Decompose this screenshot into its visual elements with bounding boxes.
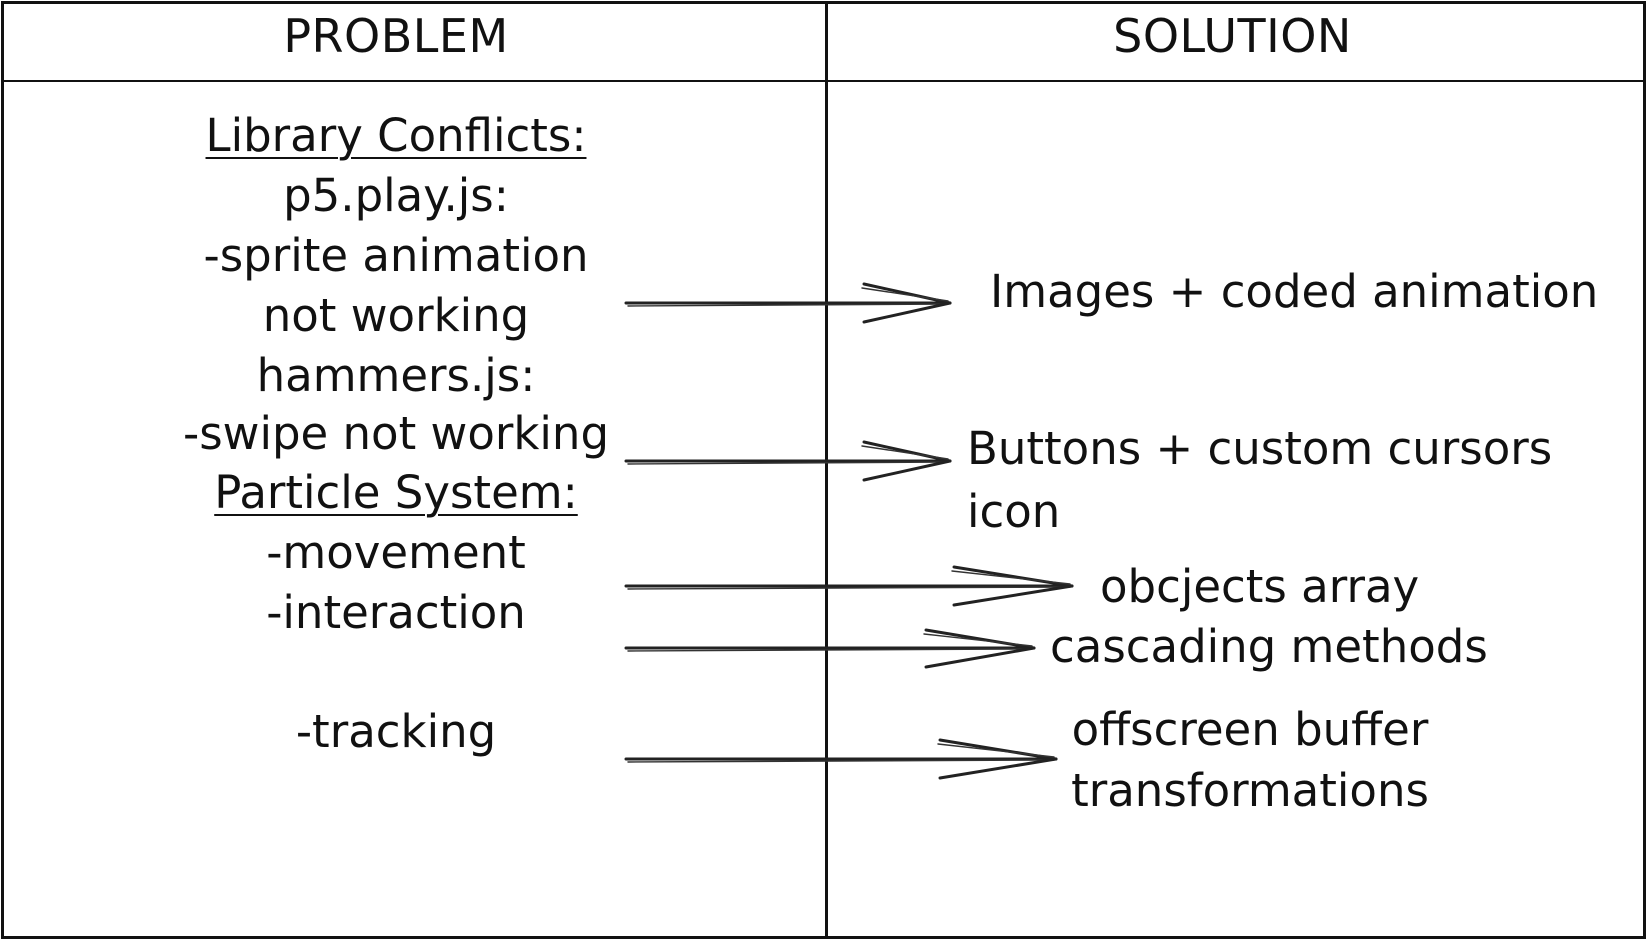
- p5-play-label: p5.play.js:: [283, 169, 509, 222]
- sprite-animation-line2: not working: [262, 289, 530, 342]
- hammers-label: hammers.js:: [256, 349, 536, 402]
- problem-header: PROBLEM: [283, 9, 509, 63]
- objects-array-solution: obcjects array: [1100, 560, 1420, 613]
- header-divider: [4, 80, 1643, 82]
- tracking-problem: -tracking: [295, 705, 497, 758]
- solution-header: SOLUTION: [1113, 9, 1352, 63]
- offscreen-solution-line1: offscreen buffer: [1071, 703, 1429, 756]
- sprite-animation-line1: -sprite animation: [203, 229, 589, 282]
- movement-problem: -movement: [266, 526, 526, 579]
- particle-system-heading: Particle System:: [214, 466, 578, 519]
- column-divider: [825, 4, 828, 936]
- buttons-solution-line1: Buttons + custom cursors: [967, 422, 1553, 475]
- buttons-solution-line2: icon: [967, 485, 1061, 538]
- cascading-solution: cascading methods: [1050, 620, 1488, 673]
- offscreen-solution-line2: transformations: [1071, 764, 1429, 817]
- interaction-problem: -interaction: [266, 586, 526, 639]
- library-conflicts-heading: Library Conflicts:: [205, 109, 587, 162]
- swipe-problem: -swipe not working: [182, 407, 610, 460]
- images-animation-solution: Images + coded animation: [990, 265, 1599, 318]
